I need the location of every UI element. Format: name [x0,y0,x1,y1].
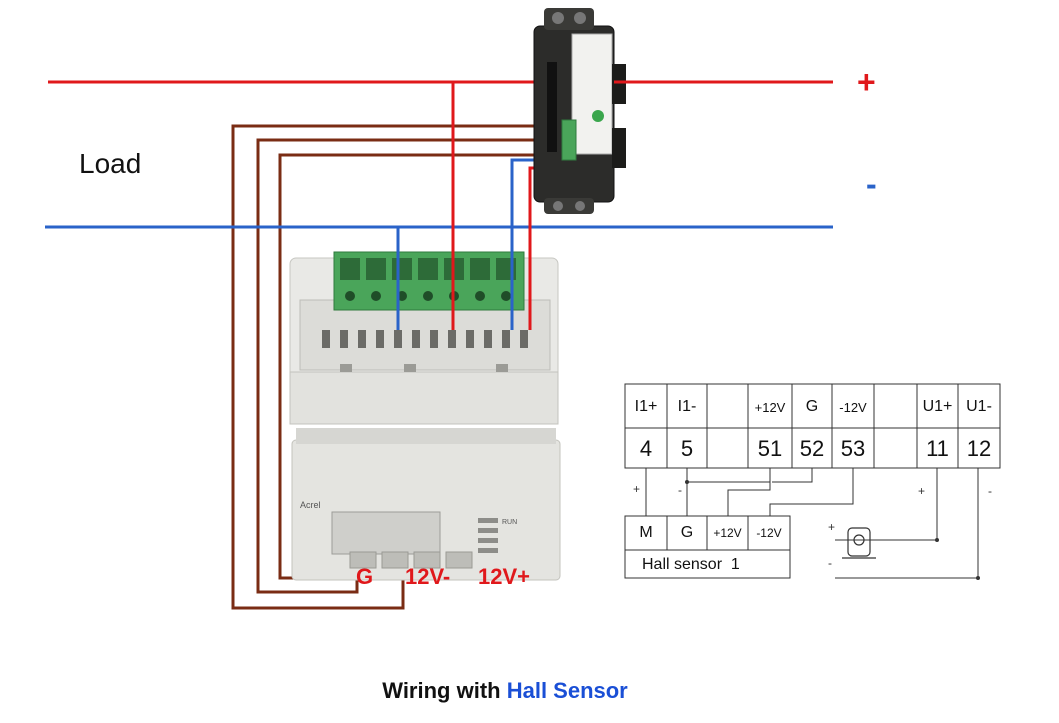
terminal-number: 12 [966,436,992,461]
terminal-number: 11 [926,436,949,461]
sensor-sign-plus: + [828,520,836,534]
caption-highlight: Hall Sensor [506,678,628,703]
meter-label-12v-minus: 12V- [405,564,451,589]
meter-led-run: RUN [502,519,517,526]
load-label: Load [79,148,142,179]
terminal-table [624,383,1001,469]
caption-prefix: Wiring with [382,678,507,703]
hall-cell: -12V [756,526,782,540]
table-header: I1+ [634,398,658,415]
hall-cell: M [639,524,653,541]
green-terminal-block [333,251,525,311]
table-header: G [805,398,819,415]
schematic-sign: - [678,483,682,497]
table-header: I1- [677,398,697,415]
hall-cell: +12V [713,526,742,540]
table-header: U1- [966,398,992,415]
caption: Wiring with Hall Sensor [0,678,1010,704]
meter-brand: Acrel [300,500,321,510]
positive-sign: + [857,64,876,100]
meter-label-g: G [356,564,374,589]
hall-sensor-box [624,515,791,579]
terminal-number: 51 [757,436,783,461]
schematic-sign: - [988,484,992,498]
sensor-sign-minus: - [828,556,832,570]
table-header: U1+ [922,398,953,415]
schematic-sign: + [633,482,641,496]
terminal-number: 4 [639,436,653,461]
hall-sensor-name: Hall sensor 1 [642,556,740,573]
hall-sensor-device [533,8,626,214]
schematic-sign: + [918,484,926,498]
meter-label-12v-plus: 12V+ [478,564,530,589]
negative-sign: - [866,166,877,202]
hall-cell: G [680,524,694,541]
terminal-number: 5 [680,436,694,461]
table-header: -12V [839,400,867,415]
terminal-number: 52 [799,436,825,461]
table-header: +12V [754,400,786,415]
current-sensor-symbol [842,527,876,559]
terminal-number: 53 [840,436,866,461]
